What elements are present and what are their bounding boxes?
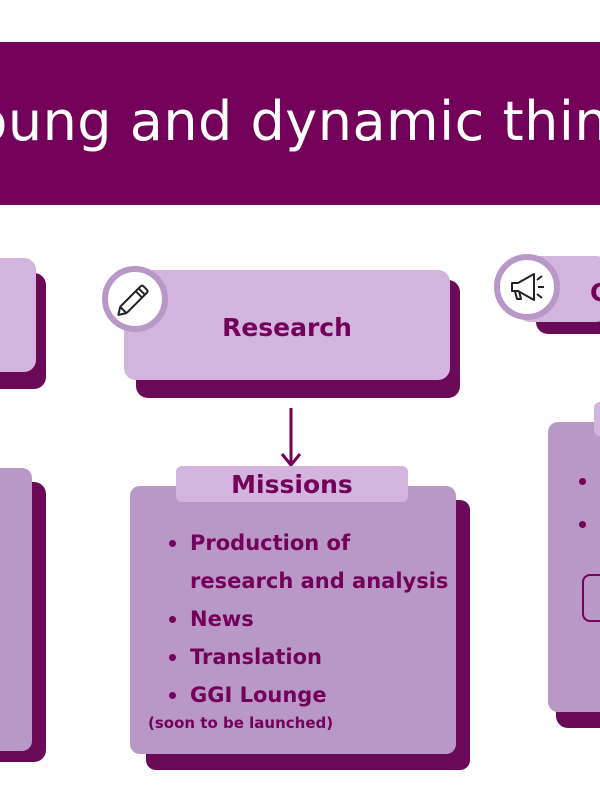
title-band: Young and dynamic think tank xyxy=(0,42,600,205)
right-panel xyxy=(548,422,600,712)
research-card xyxy=(124,270,450,380)
list-item-text: research and analysis xyxy=(190,569,449,593)
right-bullet xyxy=(579,478,586,485)
down-arrow xyxy=(280,408,302,468)
missions-tab: Missions xyxy=(176,466,408,502)
research-icon-circle xyxy=(102,266,168,332)
pencil-icon xyxy=(117,284,149,316)
left-panel xyxy=(0,468,32,751)
list-item: News xyxy=(160,600,460,638)
missions-note: (soon to be launched) xyxy=(148,714,334,732)
list-item: Translation xyxy=(160,638,460,676)
missions-panel xyxy=(130,486,456,754)
right-panel-button xyxy=(582,574,600,622)
research-label: Research xyxy=(222,312,352,342)
megaphone-icon xyxy=(511,273,544,301)
page-title: Young and dynamic think tank xyxy=(0,90,600,153)
list-item: GGI Lounge xyxy=(160,676,460,714)
left-card xyxy=(0,258,36,372)
list-item-continued: research and analysis xyxy=(160,562,460,600)
missions-list: Production of research and analysis News… xyxy=(160,524,460,714)
right-panel-tab xyxy=(594,402,600,436)
right-card-label: C xyxy=(590,278,600,307)
list-item: Production of xyxy=(160,524,460,562)
right-bullet xyxy=(579,521,586,528)
right-icon-circle xyxy=(494,254,560,320)
